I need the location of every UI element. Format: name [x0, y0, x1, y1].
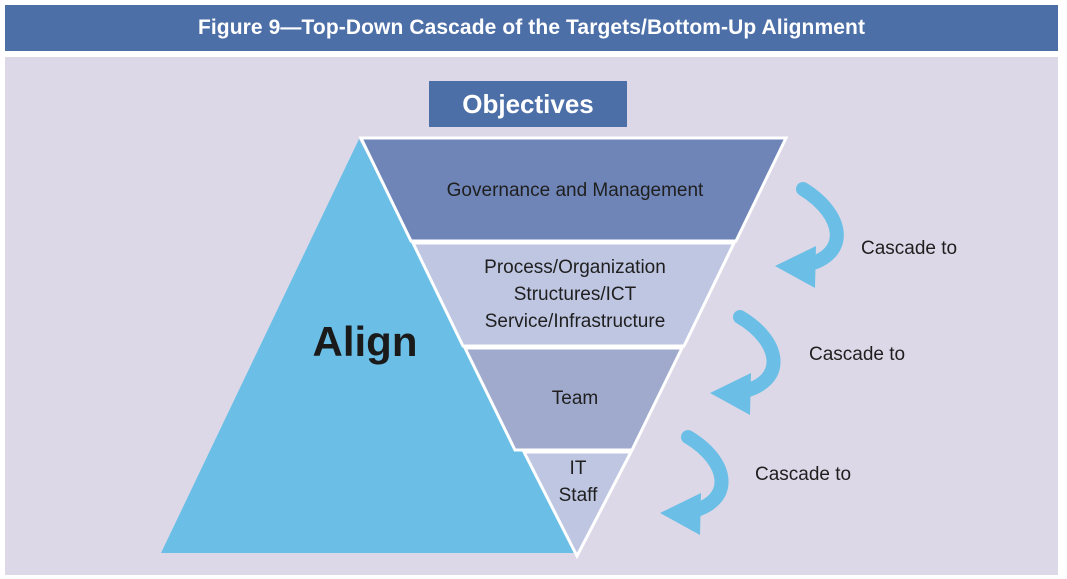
- figure-title: Figure 9—Top-Down Cascade of the Targets…: [5, 5, 1058, 51]
- layer-process-line-1: Process/Organization: [484, 257, 666, 278]
- cascade-label-1: Cascade to: [861, 238, 958, 259]
- layer-governance-line-1: Governance and Management: [446, 180, 704, 201]
- layer-process-line-2: Structures/ICT: [513, 284, 637, 305]
- cascade-arrow-1: [796, 182, 844, 272]
- cascade-arrow-2: [733, 310, 781, 399]
- cascade-label-3: Cascade to: [755, 464, 852, 485]
- objectives-box: Objectives: [429, 81, 627, 127]
- cascade-label-2: Cascade to: [809, 344, 906, 365]
- cascade-arrowhead-1: [775, 246, 816, 288]
- layer-it-staff-label: IT Staff: [538, 455, 618, 509]
- cascade-arrowhead-2: [710, 373, 751, 415]
- layer-team-label: Team: [500, 385, 650, 412]
- cascade-arrowhead-3: [660, 493, 701, 535]
- align-triangle: [161, 139, 578, 553]
- layer-it-staff-line-1: IT: [569, 458, 587, 479]
- layer-team-shape: [462, 346, 685, 452]
- layer-governance-label: Governance and Management: [400, 177, 750, 204]
- layer-team-line-1: Team: [551, 388, 599, 409]
- cascade-arrow-3: [681, 430, 729, 519]
- layer-governance-shape: [358, 136, 789, 243]
- align-label: Align: [312, 318, 418, 365]
- layer-it-staff-shape: [521, 450, 634, 560]
- layer-process-shape: [410, 241, 737, 348]
- layer-process-label: Process/Organization Structures/ICT Serv…: [445, 254, 705, 335]
- layer-it-staff-line-2: Staff: [558, 485, 598, 506]
- layer-process-line-3: Service/Infrastructure: [484, 311, 666, 332]
